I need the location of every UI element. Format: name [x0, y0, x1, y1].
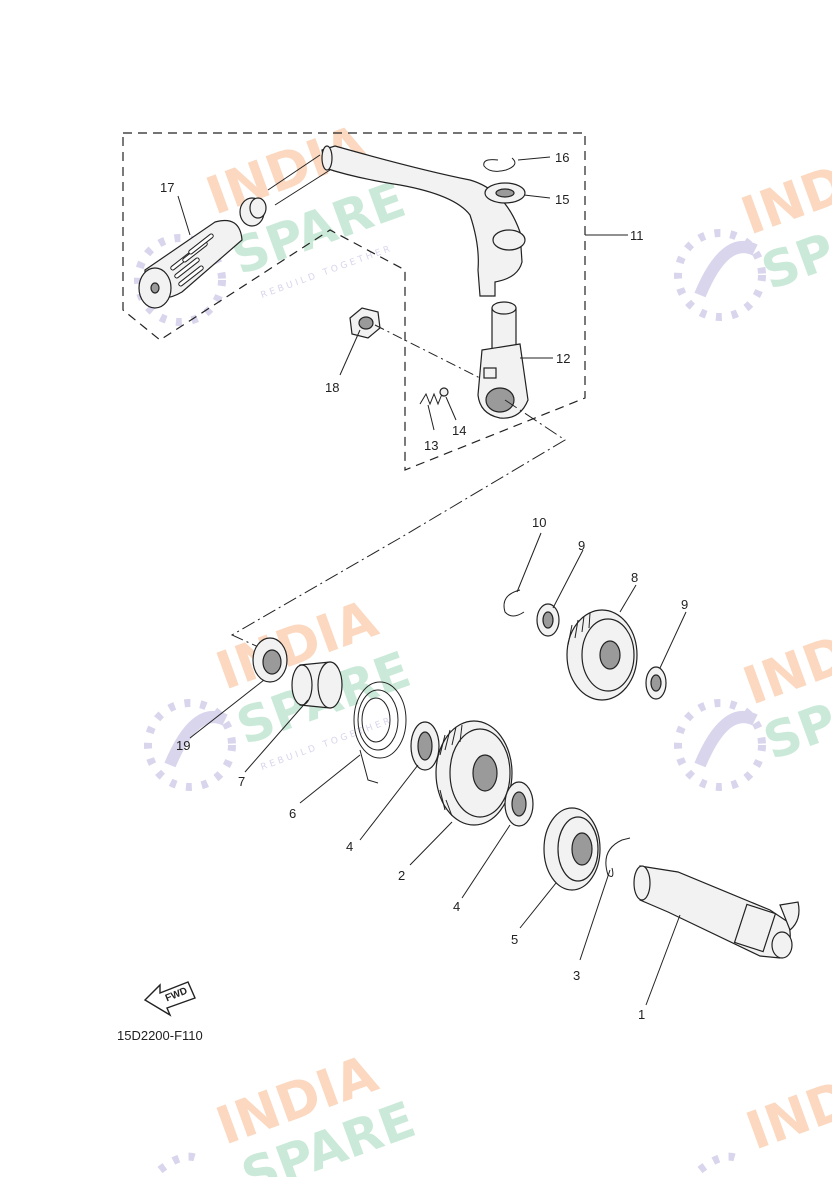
spring-13 — [419, 392, 443, 406]
callout-labels: 11 16 15 17 18 12 13 14 10 9 8 9 19 7 6 … — [160, 150, 688, 1022]
washer-9b — [645, 666, 667, 700]
torsion-spring-6 — [353, 681, 407, 784]
ratchet-wheel-5 — [543, 807, 601, 891]
assembly-link-line — [230, 399, 566, 651]
callout-10: 10 — [532, 515, 546, 530]
watermark-logo: INDIA SPARE — [157, 1044, 423, 1177]
washer-4a — [410, 721, 440, 771]
callout-18: 18 — [325, 380, 339, 395]
callout-9b: 9 — [681, 597, 688, 612]
assembly-outline-11 — [122, 132, 586, 471]
kick-gear-2 — [435, 720, 513, 826]
callout-4a: 4 — [346, 839, 353, 854]
callout-7: 7 — [238, 774, 245, 789]
forward-arrow-icon: FWD — [143, 981, 196, 1017]
callout-3: 3 — [573, 968, 580, 983]
washer-15 — [484, 182, 526, 204]
kick-boss-12 — [477, 301, 529, 419]
circlip-16 — [483, 157, 516, 172]
callout-14: 14 — [452, 423, 466, 438]
nut-18 — [349, 307, 481, 379]
leader-lines — [177, 156, 687, 1006]
washer-4b — [504, 781, 534, 827]
callout-11: 11 — [630, 228, 644, 243]
oil-seal-19 — [252, 637, 288, 683]
watermark-logo: INDIA — [697, 1049, 832, 1174]
circlip-10 — [503, 589, 525, 617]
spring-guide-7 — [291, 661, 343, 709]
kick-grip — [138, 219, 243, 309]
callout-9a: 9 — [578, 538, 585, 553]
kick-idle-gear-8 — [566, 609, 638, 701]
ball-14 — [439, 387, 449, 397]
callout-15: 15 — [555, 192, 569, 207]
watermark-logo: INDIA SPARE — [674, 604, 832, 791]
callout-1: 1 — [638, 1007, 645, 1022]
callout-2: 2 — [398, 868, 405, 883]
callout-13: 13 — [424, 438, 438, 453]
crank-bush — [239, 197, 267, 227]
callout-8: 8 — [631, 570, 638, 585]
callout-5: 5 — [511, 932, 518, 947]
watermark-word-1: INDIA — [739, 1049, 832, 1162]
callout-6: 6 — [289, 806, 296, 821]
kick-shaft-1 — [633, 865, 800, 959]
watermark-logo: INDIA SPARE — [674, 134, 832, 321]
callout-17: 17 — [160, 180, 174, 195]
kick-crank-lever — [267, 145, 526, 297]
callout-4b: 4 — [453, 899, 460, 914]
callout-12: 12 — [556, 351, 570, 366]
diagram-code: 15D2200-F110 — [117, 1028, 203, 1043]
washer-9a — [536, 603, 560, 637]
callout-16: 16 — [555, 150, 569, 165]
callout-19: 19 — [176, 738, 190, 753]
